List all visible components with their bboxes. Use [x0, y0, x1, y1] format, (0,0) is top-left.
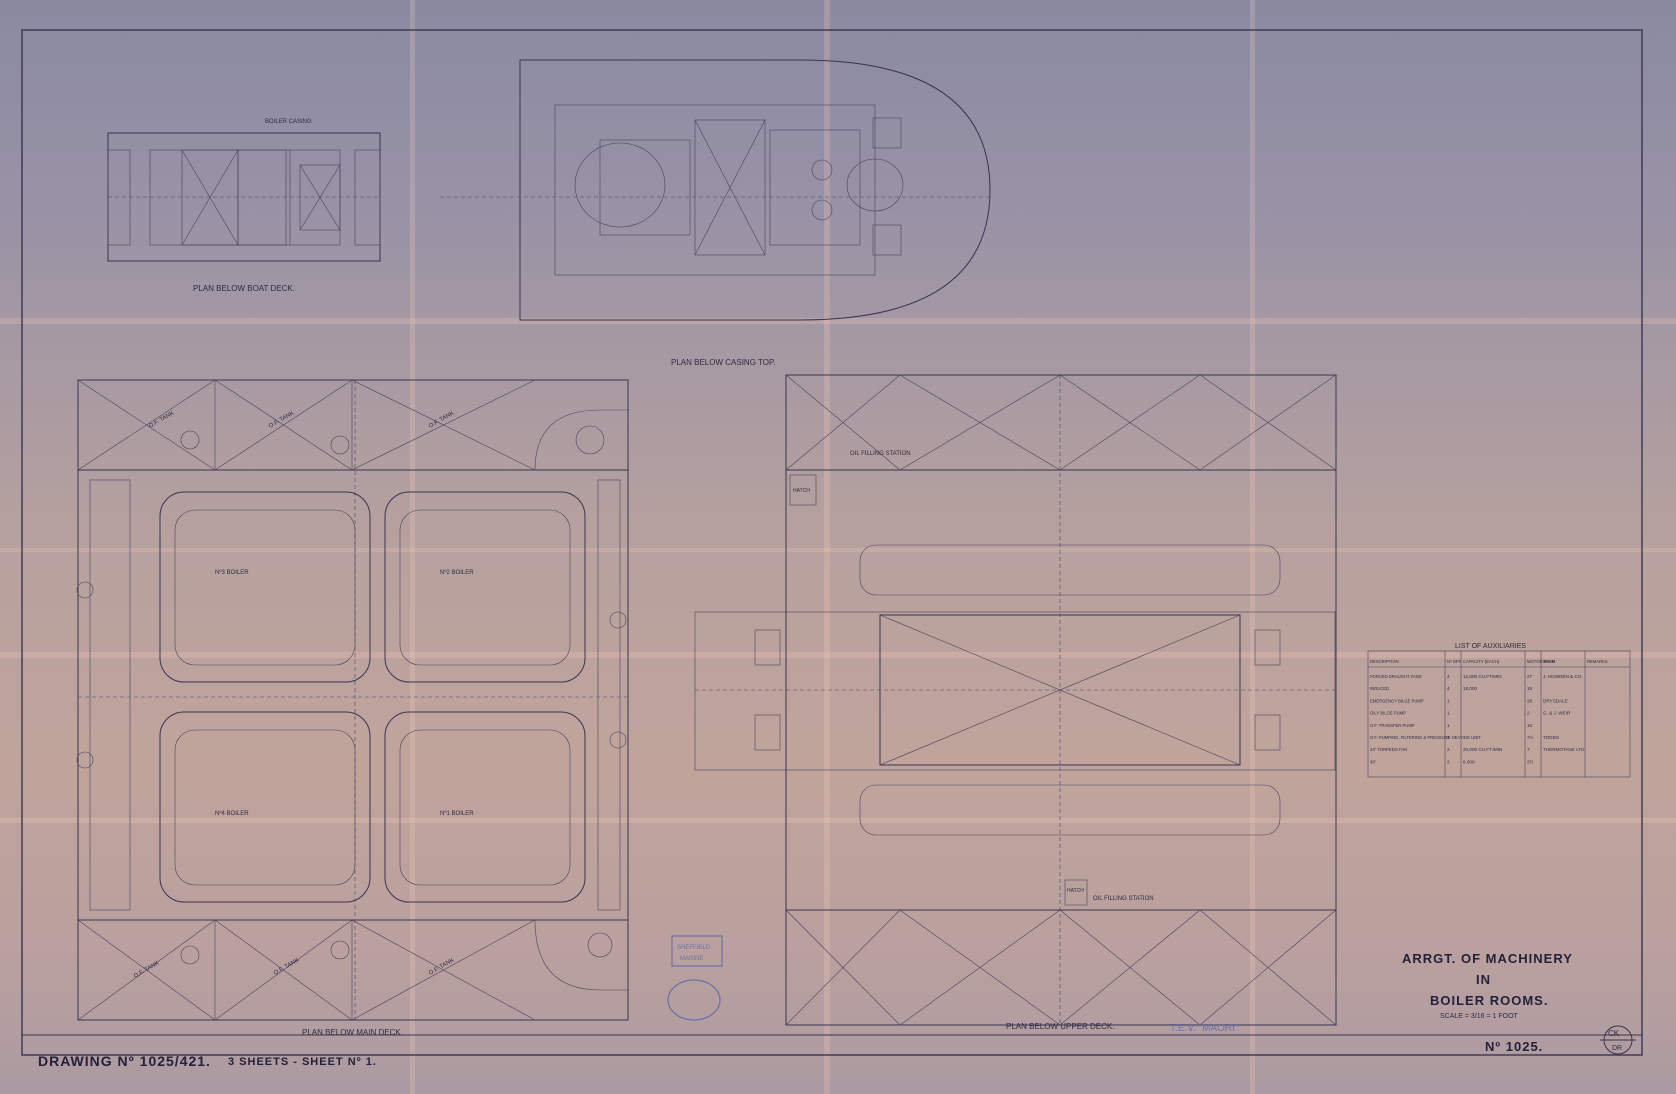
drawing-number-right: Nº 1025. — [1485, 1039, 1543, 1054]
aux-table-cell: 18,000 — [1463, 686, 1477, 691]
aux-column-header: FROM — [1543, 659, 1556, 664]
aux-column-header: DESCRIPTION — [1370, 659, 1399, 664]
aux-table-cell: 4 — [1447, 686, 1450, 691]
upper-deck-title: PLAN BELOW UPPER DECK. — [1006, 1022, 1114, 1031]
boiler-2-label: Nº2 BOILER — [440, 569, 474, 576]
aux-table-cell: 44" TORPEDO FAN — [1370, 747, 1407, 752]
oil-filling-station-bottom: OIL FILLING STATION — [1093, 896, 1154, 902]
of-tank-label: O.F. TANK — [428, 410, 455, 429]
aux-column-header: MOTOR B.H.P. — [1527, 659, 1555, 664]
aux-table-cell: INDUCED — [1370, 686, 1389, 691]
of-tank-label: O.F. TANK — [273, 957, 300, 976]
fold-line — [824, 0, 830, 1094]
aux-table-cell: FORCED DRAUGHT FANS — [1370, 674, 1422, 679]
rect-stamp-line-2: MARINE — [680, 956, 703, 962]
aux-table-cell: EMERGENCY BILGE PUMP — [1370, 698, 1424, 703]
hatch-label: HATCH — [1067, 888, 1084, 894]
aux-table-cell: 18 — [1527, 686, 1533, 691]
fold-line — [0, 318, 1676, 324]
aux-table-cell: DRYSDALE — [1543, 698, 1568, 703]
title-line-3: BOILER ROOMS. — [1430, 993, 1548, 1008]
aux-table-cell: OILY BILGE PUMP — [1370, 711, 1406, 716]
aux-table-cell: 7 — [1527, 747, 1530, 752]
plan-casing-top — [440, 59, 991, 321]
sheet-border — [21, 29, 1643, 1056]
aux-table-cell: 28 — [1527, 698, 1533, 703]
rect-stamp — [671, 935, 723, 967]
drawn-mark: DR — [1612, 1045, 1622, 1052]
auxiliaries-table-grid — [1367, 650, 1631, 778]
fold-line — [410, 0, 415, 1094]
of-tank-label: O.F. TANK — [428, 957, 455, 976]
oval-stamp — [667, 979, 721, 1021]
plan-main-deck — [76, 379, 629, 1021]
casing-top-title: PLAN BELOW CASING TOP. — [671, 358, 775, 367]
title-line-2: IN — [1476, 972, 1491, 987]
aux-table-cell: 4 — [1447, 674, 1450, 679]
scale-label: SCALE = 3/16 = 1 FOOT — [1440, 1013, 1519, 1020]
boat-deck-title: PLAN BELOW BOAT DECK. — [193, 284, 295, 293]
title-line-1: ARRGT. OF MACHINERY — [1402, 951, 1573, 966]
aux-table-cell: G. & J. WEIR — [1543, 711, 1571, 716]
hatch-label: HATCH — [793, 488, 810, 494]
aux-table-cell: 1 — [1447, 698, 1450, 703]
oil-filling-station-top: OIL FILLING STATION — [850, 451, 911, 457]
rect-stamp-line-1: SHEFFIELD — [677, 945, 711, 951]
aux-table-cell: TODDS — [1543, 735, 1559, 740]
aux-table-cell: 27 — [1527, 674, 1533, 679]
plan-boat-deck — [107, 132, 381, 262]
aux-table-cell: 7½ — [1527, 734, 1534, 740]
aux-table-cell: 1 — [1447, 711, 1450, 716]
boiler-4-label: Nº4 BOILER — [215, 810, 249, 817]
fold-line — [0, 652, 1676, 658]
of-tank-label: O.F. TANK — [133, 960, 160, 979]
aux-table-cell: 36" — [1370, 759, 1377, 764]
aux-table-cell: 20,000 CU.FT./MIN — [1463, 747, 1502, 752]
of-tank-label: O.F. TANK — [268, 410, 295, 429]
sheet-count: 3 SHEETS - SHEET Nº 1. — [228, 1056, 377, 1068]
aux-table-cell: 2 — [1447, 747, 1450, 752]
fold-line — [1250, 0, 1255, 1094]
aux-table-cell: 2 — [1447, 759, 1450, 764]
of-tank-label: O.F. TANK — [148, 410, 175, 429]
aux-table-cell: O.F. TRANSFER PUMP — [1370, 723, 1415, 728]
plan-upper-deck — [694, 374, 1337, 1026]
fold-line — [0, 548, 1676, 552]
boiler-1-label: Nº1 BOILER — [440, 810, 474, 817]
drawing-number: DRAWING Nº 1025/421. — [38, 1053, 211, 1069]
aux-table-cell: 2½ — [1527, 758, 1534, 764]
aux-table-title: LIST OF AUXILIARIES — [1455, 643, 1526, 650]
aux-table-cell: O.F. PUMPING, FILTERING & PRESSURE HEATI… — [1370, 735, 1481, 740]
checked-mark: CK — [1608, 1029, 1620, 1038]
aux-column-header: Nº OFF — [1447, 659, 1462, 664]
aux-column-header: REMARKS — [1587, 659, 1608, 664]
aux-table-cell: 1 — [1447, 723, 1450, 728]
aux-table-cell: 12,000 CU.FT/MIN — [1463, 674, 1502, 679]
aux-table-cell: 10 — [1527, 723, 1533, 728]
aux-table-cell: 2 — [1447, 735, 1450, 740]
aux-table-cell: J. HOWDEN & CO. — [1543, 674, 1583, 679]
boiler-casing-label: BOILER CASING — [265, 119, 312, 125]
aux-table-cell: 2 — [1527, 711, 1530, 716]
aux-column-header: CAPACITY (EACH) — [1463, 659, 1500, 664]
boiler-3-label: Nº3 BOILER — [215, 569, 249, 576]
aux-table-cell: 8,000 — [1463, 759, 1475, 764]
aux-table-cell: THERMOTANK LTD — [1543, 747, 1585, 752]
ships-name: T.E.V. "MAORI" — [1170, 1023, 1239, 1034]
main-deck-title: PLAN BELOW MAIN DECK. — [302, 1028, 403, 1037]
fold-line — [0, 818, 1676, 823]
